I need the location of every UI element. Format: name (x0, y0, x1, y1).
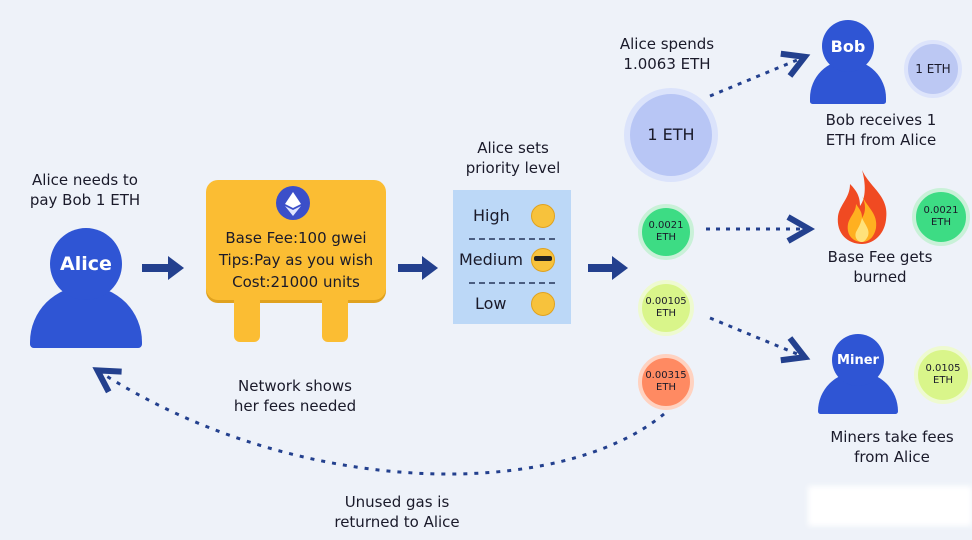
burn-caption-line-1: Base Fee gets (827, 248, 933, 266)
alice-spends-line-2: 1.0063 ETH (623, 55, 711, 73)
coin-tip-unit: ETH (656, 308, 676, 319)
burn-caption: Base Fee gets burned (810, 247, 950, 287)
alice-label: Alice (50, 228, 122, 300)
bob-caption-line-1: Bob receives 1 (825, 111, 937, 129)
burn-caption-line-2: burned (853, 268, 907, 286)
alice-spends-caption: Alice spends 1.0063 ETH (596, 34, 738, 74)
coin-tip: 0.00105 ETH (638, 280, 694, 336)
coin-tip-amount: 0.00105 (645, 296, 687, 307)
coin-burned: 0.0021 ETH (912, 188, 970, 246)
miner-caption-line-1: Miners take fees (830, 428, 954, 446)
bob-caption: Bob receives 1 ETH from Alice (806, 110, 956, 150)
base-fee-text: Base Fee:100 gwei (225, 229, 367, 247)
board-leg-left (234, 296, 260, 342)
coin-base-unit: ETH (656, 232, 676, 243)
priority-caption-line-2: priority level (465, 159, 561, 177)
priority-medium: Medium (459, 250, 523, 269)
alice-needs-line-2: pay Bob 1 ETH (29, 191, 141, 209)
coin-bob-label: 1 ETH (915, 62, 951, 76)
fat-arrow-priority-to-coins (588, 256, 628, 280)
alice-spends-line-1: Alice spends (619, 35, 715, 53)
coin-1-eth: 1 ETH (624, 88, 718, 182)
priority-caption: Alice sets priority level (440, 138, 586, 178)
coin-base-amount: 0.0021 (648, 220, 684, 231)
bob-label: Bob (822, 20, 874, 72)
fat-arrow-alice-to-board (142, 256, 184, 280)
coin-burned-unit: ETH (931, 217, 951, 228)
miner-caption: Miners take fees from Alice (816, 427, 968, 467)
priority-high: High (473, 206, 510, 225)
cost-text: Cost:21000 units (232, 273, 360, 291)
coin-miner-amount: 0.0105 (925, 363, 961, 374)
coin-miner: 0.0105 ETH (914, 346, 972, 404)
coin-bob-1-eth: 1 ETH (904, 40, 962, 98)
ethereum-logo-icon (276, 186, 310, 220)
dotted-arrow-to-miner (709, 316, 802, 356)
dotted-arrow-to-bob (709, 58, 802, 98)
miner-avatar: Miner (818, 334, 898, 416)
board-leg-right (322, 296, 348, 342)
miner-caption-line-2: from Alice (854, 448, 930, 466)
sunglasses-emoji-icon (531, 248, 555, 272)
unused-caption-line-1: Unused gas is (344, 493, 450, 511)
laughing-emoji-icon (531, 204, 555, 228)
alice-avatar: Alice (30, 228, 142, 350)
priority-low: Low (475, 294, 507, 313)
unused-caption: Unused gas is returned to Alice (316, 492, 478, 532)
dotted-arrow-return-to-alice (100, 372, 665, 476)
coin-base-fee: 0.0021 ETH (638, 204, 694, 260)
fat-arrow-board-to-priority (398, 256, 438, 280)
priority-divider (469, 282, 555, 284)
fire-icon (830, 168, 894, 246)
unamused-emoji-icon (531, 292, 555, 316)
priority-divider (469, 238, 555, 240)
priority-panel: High Medium Low (453, 190, 571, 324)
blurred-patch (808, 486, 972, 526)
bob-caption-line-2: ETH from Alice (825, 131, 937, 149)
alice-needs-line-1: Alice needs to (32, 171, 138, 189)
coin-unused-unit: ETH (656, 382, 676, 393)
network-caption-line-2: her fees needed (233, 397, 357, 415)
alice-needs-caption: Alice needs to pay Bob 1 ETH (14, 170, 156, 210)
coin-miner-unit: ETH (933, 375, 953, 386)
coin-burned-amount: 0.0021 (923, 205, 959, 216)
coin-1-eth-label: 1 ETH (647, 125, 695, 144)
priority-caption-line-1: Alice sets (477, 139, 549, 157)
tips-text: Tips:Pay as you wish (218, 251, 374, 269)
bob-avatar: Bob (810, 20, 886, 106)
miner-label: Miner (832, 334, 884, 386)
unused-caption-line-2: returned to Alice (334, 513, 460, 531)
coin-unused-amount: 0.00315 (645, 370, 687, 381)
network-caption-line-1: Network shows (238, 377, 352, 395)
network-caption: Network shows her fees needed (210, 376, 380, 416)
coin-unused: 0.00315 ETH (638, 354, 694, 410)
